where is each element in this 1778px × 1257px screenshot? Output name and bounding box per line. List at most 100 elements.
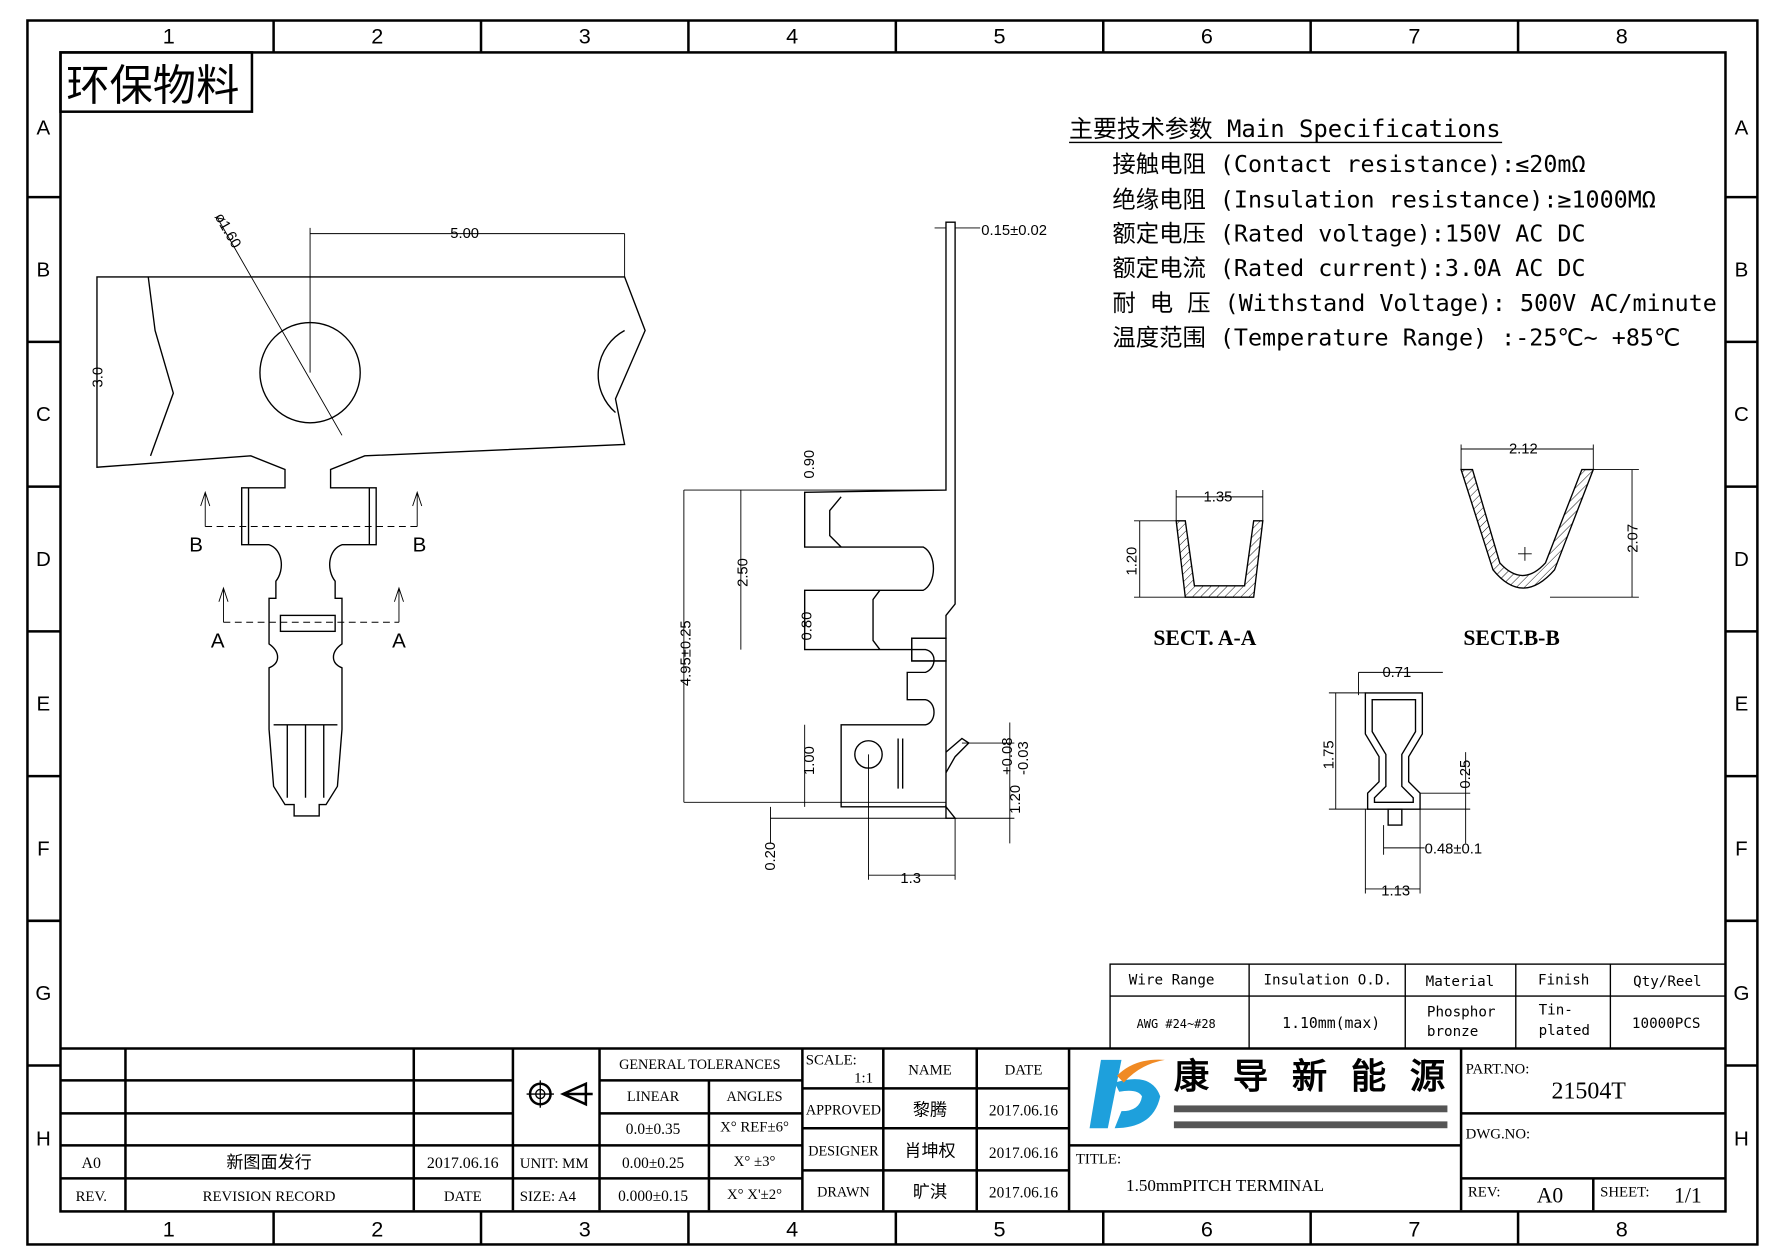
signoff-name: 黎腾	[913, 1101, 947, 1120]
rev-date: 2017.06.16	[427, 1155, 499, 1172]
grid-row-label: G	[1733, 982, 1749, 1005]
grid-column-label: 5	[994, 1216, 1006, 1241]
sheet-value: 1/1	[1674, 1183, 1702, 1207]
col-header: Finish	[1538, 973, 1589, 989]
unit: UNIT: MM	[520, 1156, 589, 1172]
grid-column-label: 1	[163, 23, 175, 48]
size: SIZE: A4	[520, 1189, 577, 1205]
part-no: 21504T	[1552, 1079, 1627, 1105]
part-no-label: PART.NO:	[1466, 1062, 1530, 1078]
dim-207: 2.07	[1626, 524, 1642, 553]
signoff-role: DESIGNER	[808, 1144, 879, 1160]
sect-aa-label: SECT. A-A	[1153, 626, 1256, 650]
grid-row-label: B	[37, 258, 51, 281]
dim-height: 3.0	[91, 367, 107, 388]
grid-column-label: 8	[1616, 23, 1628, 48]
spec-line: 温度范围 (Temperature Range) :-25℃~ +85℃	[1112, 323, 1680, 351]
grid-column-label: 3	[579, 1216, 591, 1241]
title-label: TITLE:	[1076, 1152, 1121, 1168]
dim-175: 1.75	[1321, 740, 1337, 769]
dim-100: 1.00	[802, 746, 818, 775]
stamp-text: 环保物料	[66, 62, 239, 110]
spec-line: 接触电阻 (Contact resistance):≤20mΩ	[1112, 150, 1585, 178]
col-header: Wire Range	[1129, 973, 1215, 989]
signoff-date: 2017.06.16	[989, 1145, 1059, 1162]
signoff-name: 肖坤权	[904, 1142, 955, 1161]
grid-row-label: E	[1735, 693, 1749, 716]
dwg-no-label: DWG.NO:	[1466, 1126, 1531, 1142]
cell-wire: AWG #24~#28	[1137, 1017, 1216, 1031]
specs-heading: 主要技术参数 Main Specifications	[1069, 115, 1501, 143]
record-header: REVISION RECORD	[203, 1189, 336, 1205]
grid-row-label: A	[37, 116, 51, 139]
grid-column-label: 3	[579, 23, 591, 48]
signoff-date: 2017.06.16	[989, 1103, 1059, 1120]
signoff-date: 2017.06.16	[989, 1185, 1059, 1202]
grid-row-label: E	[37, 693, 51, 716]
section-b-right: B	[413, 534, 427, 557]
linear-tol: 0.0±0.35	[626, 1121, 681, 1138]
grid-column-label: 4	[786, 1216, 798, 1241]
dim-120-tol-minus: -0.03	[1016, 741, 1032, 775]
side-view: 0.15±0.02 0.90 2.50 4.95±0.25 0.80 1.00 …	[679, 221, 1047, 887]
dim-120-aa: 1.20	[1124, 547, 1140, 576]
grid-column-label: 6	[1201, 23, 1213, 48]
top-view: B B A A 5.00 ø1.60 3.0	[91, 211, 646, 817]
section-a-left: A	[211, 629, 225, 652]
dim-120: 1.20	[1008, 785, 1024, 814]
dim-120-tol-plus: +0.08	[1000, 737, 1016, 774]
cell-qty: 10000PCS	[1632, 1016, 1701, 1032]
dim-113: 1.13	[1381, 884, 1410, 900]
dim-495: 4.95±0.25	[679, 620, 695, 686]
dim-071: 0.71	[1382, 665, 1411, 681]
signoff-role: APPROVED	[806, 1103, 881, 1119]
grid-row-label: D	[36, 548, 51, 571]
company-name: 康 导 新 能 源	[1174, 1056, 1445, 1096]
signoff-name: 旷淇	[913, 1183, 947, 1202]
cell-material: bronze	[1427, 1024, 1478, 1040]
dim-135: 1.35	[1204, 489, 1233, 505]
cell-od: 1.10mm(max)	[1282, 1015, 1380, 1032]
dim-048: 0.48±0.1	[1425, 842, 1482, 858]
grid-column-label: 2	[371, 1216, 383, 1241]
dim-250: 2.50	[736, 558, 752, 587]
linear-tol: 0.000±0.15	[618, 1188, 688, 1205]
cell-material: Phosphor	[1427, 1005, 1496, 1021]
rev-record: 新图面发行	[226, 1153, 311, 1172]
rev-label: REV:	[1468, 1185, 1501, 1201]
grid-row-label: D	[1734, 548, 1749, 571]
cell-finish: Tin-	[1539, 1002, 1573, 1018]
grid-column-label: 7	[1408, 1216, 1420, 1241]
dim-thickness: 0.15±0.02	[981, 223, 1047, 239]
col-header: Material	[1426, 974, 1495, 990]
dim-020: 0.20	[763, 842, 779, 871]
col-header: Insulation O.D.	[1263, 973, 1392, 989]
grid-row-label: G	[35, 982, 51, 1005]
signoff-role: DRAWN	[817, 1185, 870, 1201]
section-a-right: A	[392, 629, 406, 652]
dim-13: 1.3	[900, 871, 921, 887]
scale-value: 1:1	[854, 1071, 873, 1087]
date-header: DATE	[444, 1189, 482, 1205]
sheet-label: SHEET:	[1600, 1185, 1649, 1201]
tolerances-title: GENERAL TOLERANCES	[619, 1057, 781, 1073]
grid-row-label: C	[1734, 403, 1749, 426]
angles-label: ANGLES	[726, 1089, 782, 1105]
dim-080: 0.80	[800, 612, 816, 641]
dim-025: 0.25	[1458, 760, 1474, 789]
angle-tol: X° X'±2°	[727, 1187, 782, 1203]
grid-row-label: B	[1735, 258, 1749, 281]
section-b-b: 2.12 2.07 SECT.B-B	[1460, 442, 1642, 650]
dim-dia: ø1.60	[211, 211, 244, 252]
section-a-a: 1.35 1.20 SECT. A-A	[1124, 489, 1264, 650]
grid-column-label: 8	[1616, 1216, 1628, 1241]
spec-line: 耐 电 压 (Withstand Voltage): 500V AC/minut…	[1112, 289, 1716, 317]
spec-line: 额定电流 (Rated current):3.0A AC DC	[1112, 254, 1585, 282]
angle-tol: X° REF±6°	[720, 1120, 789, 1136]
sect-bb-label: SECT.B-B	[1463, 626, 1559, 650]
spec-table: Wire Range Insulation O.D. Material Fini…	[1109, 963, 1727, 1050]
rev-value: A0	[82, 1155, 102, 1172]
section-b-left: B	[189, 534, 203, 557]
